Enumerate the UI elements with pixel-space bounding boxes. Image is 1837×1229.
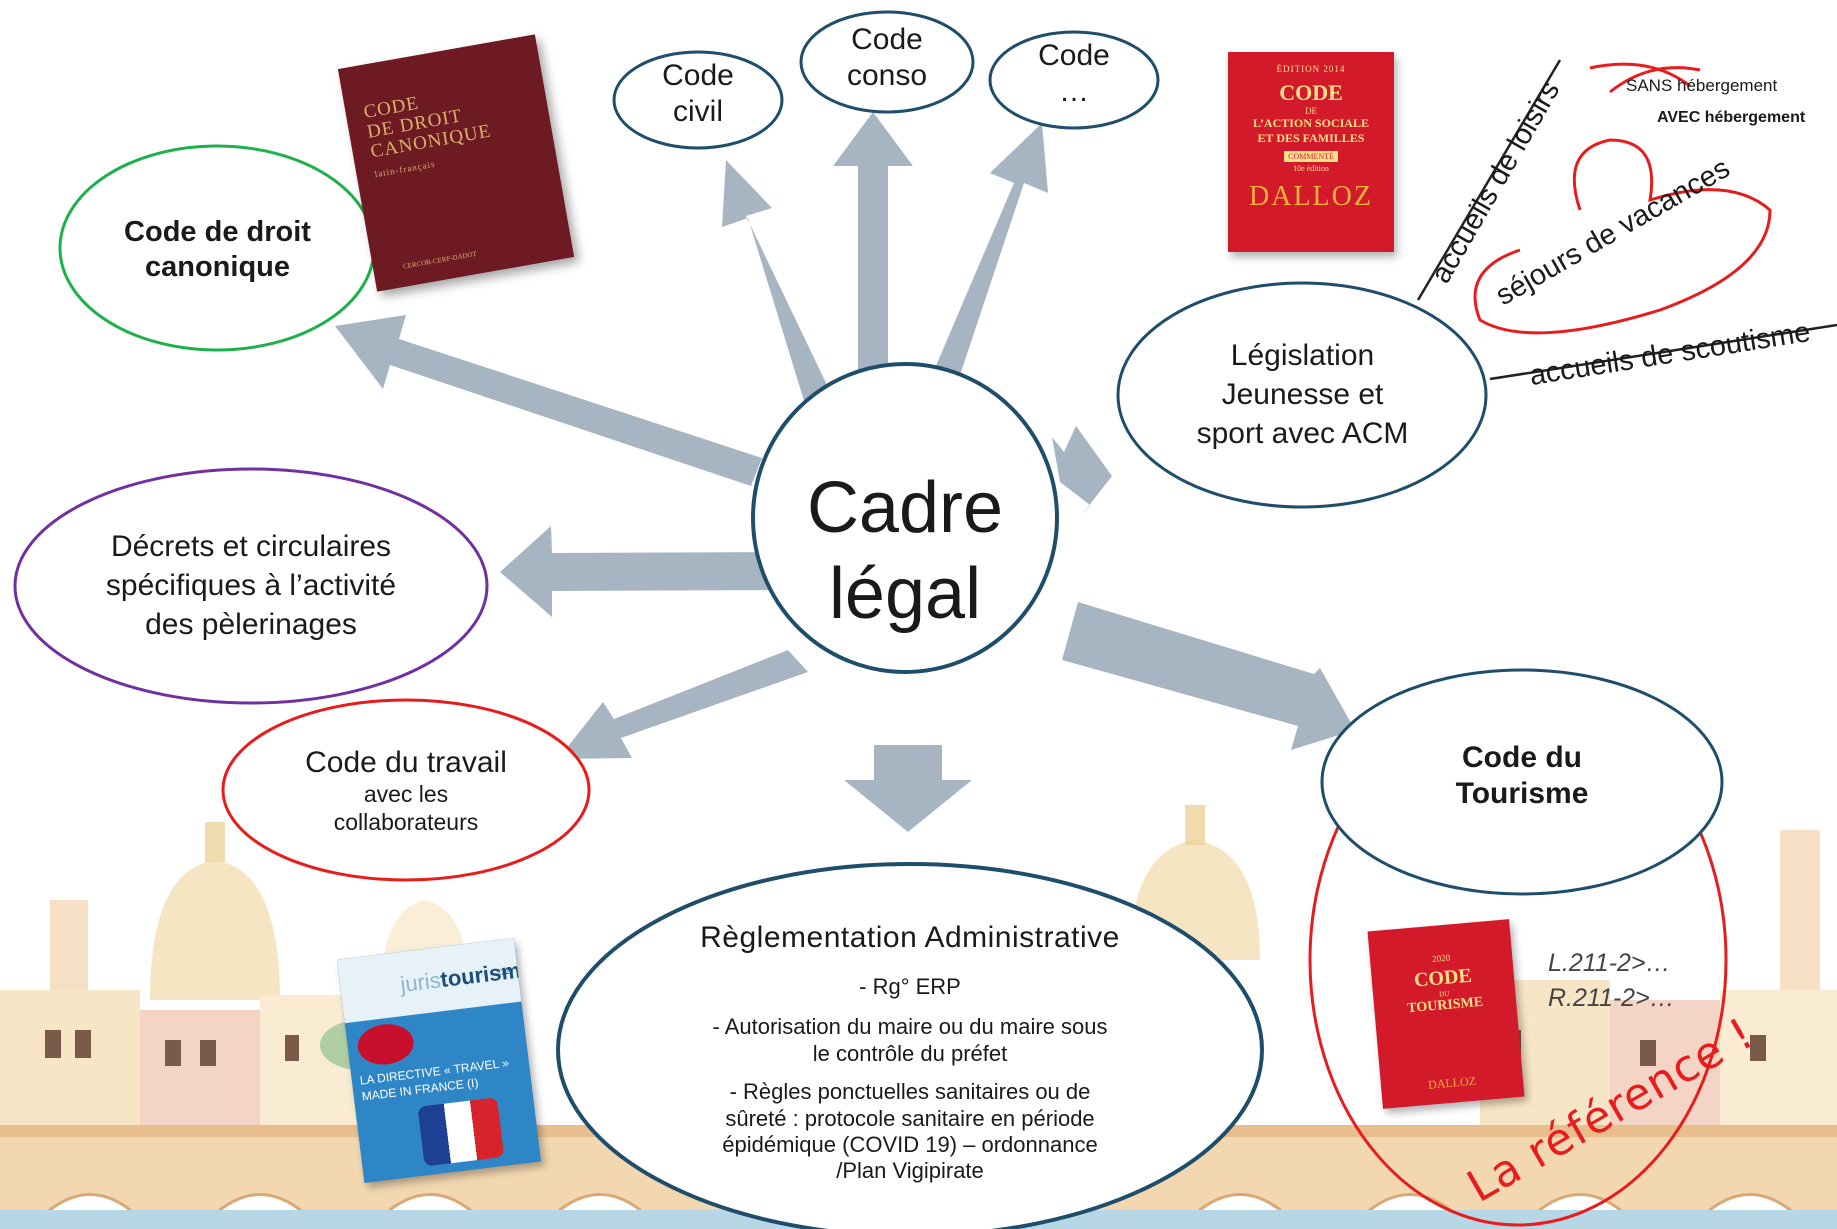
node-jeunesse-shape [1116,281,1488,509]
node-decrets-circulaires: Décrets et circulaires spécifiques à l’a… [40,527,462,644]
node-tourisme-line1: Code du [1462,741,1582,774]
arrow-to-jeunesse [1052,426,1112,517]
node-legislation-jeunesse: Législation Jeunesse et sport avec ACM [1150,336,1455,453]
book-action-sociale-badge: COMMENTÉ [1284,151,1338,162]
magazine-issue: 232 [495,966,511,978]
node-reglementation-item2a: - Autorisation du maire ou du maire sous [712,1014,1108,1040]
node-decrets-line2: spécifiques à l’activité [105,569,397,602]
magazine-juristourisme: juristourisme 232 LA DIRECTIVE « TRAVEL … [336,937,542,1184]
node-reglementation-item3d: /Plan Vigipirate [836,1158,984,1184]
center-node-line1: Cadre [806,468,1004,548]
annotation-avec-hebergement: AVEC hébergement [1657,109,1806,126]
node-civil-line1: Code [662,59,734,92]
node-conso-line1: Code [851,23,923,56]
jeunesse-annotations [1416,59,1837,381]
node-reglementation-item3c: épidémique (COVID 19) – ordonnance [722,1131,1098,1157]
book-action-sociale-edition: ÉDITION 2014 [1276,64,1346,74]
node-code-conso: Code conso [805,22,969,94]
node-code-droit-canonique: Code de droit canonique [80,215,355,285]
book-action-sociale-ed: 10e édition [1293,164,1329,173]
arrows [335,112,1355,832]
node-jeunesse-line1: Législation [1230,339,1375,372]
node-conso-line2: conso [846,59,928,92]
node-decrets-shape [13,467,489,705]
annotation-article-r: R.211-2>… [1548,984,1675,1012]
node-canonique-line2: canonique [144,250,290,283]
arrow-to-tourisme [1062,602,1355,750]
arrow-to-decrets [500,526,790,617]
book-action-sociale-line3: L’ACTION SOCIALE [1253,116,1369,130]
node-tourisme-line2: Tourisme [1455,777,1589,810]
node-canonique-line1: Code de droit [124,216,311,248]
node-reglementation-item3b: sûreté : protocole sanitaire en période [725,1105,1095,1131]
arrow-to-code-civil [722,160,838,414]
center-node-line2: légal [828,554,982,635]
node-travail-title: Code du travail [305,746,507,779]
arrow-to-canonique [335,315,762,486]
node-code-civil: Code civil [618,58,778,130]
center-node: Cadre légal [760,465,1050,638]
scoutisme-strike-line [1489,323,1837,381]
node-decrets-line1: Décrets et circulaires [110,530,392,563]
node-reglementation-item3a: - Règles ponctuelles sanitaires ou de [729,1079,1091,1105]
node-jeunesse-line3: sport avec ACM [1196,417,1409,450]
node-conso-shape [799,10,975,114]
book-code-droit-canonique: CODE DE DROIT CANONIQUE latin-français C… [337,34,575,292]
book-code-action-sociale: ÉDITION 2014 CODE DE L’ACTION SOCIALE ET… [1228,52,1394,252]
node-civil-shape [612,50,784,150]
arrow-to-travail [558,650,808,759]
node-reglementation-shape [556,862,1264,1229]
node-decrets-line3: des pèlerinages [145,608,357,641]
node-reglementation-title: Règlementation Administrative [700,921,1120,954]
book-action-sociale-line4: ET DES FAMILLES [1257,131,1365,145]
annotation-article-l: L.211-2>… [1548,949,1671,977]
book-action-sociale-line1: CODE [1279,80,1343,105]
arrow-to-code-other [918,123,1048,420]
node-travail-line3: collaborateurs [333,808,479,835]
arrow-to-code-conso [833,112,913,395]
node-code-other: Code … [994,38,1154,110]
node-tourisme-shape [1320,668,1724,896]
node-reglementation-administrative: Règlementation Administrative - Rg° ERP … [620,920,1200,1185]
node-other-shape [988,30,1160,130]
book-code-tourisme: 2020 CODE DU TOURISME DALLOZ [1367,919,1525,1109]
sans-strike-x [1589,62,1701,94]
center-node-shape [751,362,1059,674]
node-travail-shape [221,698,591,882]
node-other-line1: Code [1038,39,1110,72]
loisirs-strike-line [1416,59,1562,301]
annotation-sans-hebergement: SANS hébergement [1626,76,1778,95]
node-other-line2: … [1059,75,1089,108]
book-canonique-footer: CERCOR-CERF-DADOT [402,249,478,271]
node-jeunesse-line2: Jeunesse et [1221,378,1384,411]
node-code-travail: Code du travail avec les collaborateurs [250,745,562,836]
node-travail-line2: avec les [363,781,449,807]
magazine-brand-a: juris [398,967,443,998]
node-reglementation-item2b: le contrôle du préfet [812,1040,1008,1066]
node-reglementation-item1: - Rg° ERP [859,974,961,999]
node-code-tourisme: Code du Tourisme [1392,740,1652,812]
node-civil-line2: civil [673,95,723,128]
book-action-sociale-line2: DE [1305,106,1317,116]
book-action-sociale-publisher: DALLOZ [1249,181,1373,212]
book-tourisme-publisher: DALLOZ [1427,1073,1477,1092]
sejours-highlight-loop [1473,138,1772,335]
arrow-to-reglementation [844,745,972,832]
